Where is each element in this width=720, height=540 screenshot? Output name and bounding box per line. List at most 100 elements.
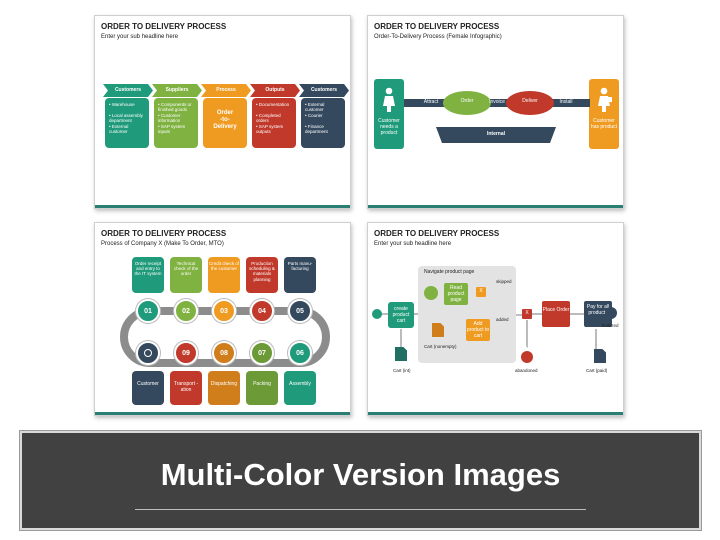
step-circle-05: 05 [288,299,312,323]
internal-label: Internal [486,131,506,137]
cart-nonempty-label: Cart (nonempty) [424,344,457,349]
step-card-top-3: Credit check of the customer [208,257,240,293]
pay-box: Pay for all products [584,301,612,327]
step-card-bottom-5: Assembly [284,371,316,405]
step-circle-09: 09 [174,341,198,365]
chevron-label: Process [216,87,236,93]
slide-title: ORDER TO DELIVERY PROCESS [374,229,500,238]
step-text: Order receipt and entry to the IT system [134,261,162,277]
chevron-header-3: Process [201,84,251,97]
slide-thumbnail-2[interactable]: ORDER TO DELIVERY PROCESS Order-To-Deliv… [367,15,624,209]
slide-thumbnail-1[interactable]: ORDER TO DELIVERY PROCESS Enter your sub… [94,15,351,209]
step-text: Credit check of the customer [209,261,240,272]
chevron-item: Delivery [213,124,237,130]
invoice-label: Invoice [489,99,505,105]
chevron-header-4: Outputs [250,84,300,97]
slide-thumbnail-4[interactable]: ORDER TO DELIVERY PROCESS Enter your sub… [367,222,624,416]
step-number: 02 [182,308,190,315]
chevron-item: • Completed orders [256,113,281,123]
step-text: Packing [253,381,271,387]
slide-subtitle: Enter your sub headline here [374,241,452,247]
added-label: added [496,317,509,322]
step-card-top-5: Parts manu- facturing [284,257,316,293]
attract-label: Attract [423,99,439,105]
chevron-item: • Warehouse [109,102,135,107]
step-text: Production scheduling & materials planni… [249,261,275,282]
step-card-bottom-2: Transport -ation [170,371,202,405]
abandoned-node [521,351,533,363]
step-number: 01 [144,308,152,315]
create-cart-box: create product cart [388,302,414,328]
right-caption: Customer has product [590,118,618,130]
pay-label: Pay for all products [586,304,610,316]
chevron-label: Suppliers [165,87,189,93]
step-number: 07 [258,350,266,357]
banner-title: Multi-Color Version Images [160,457,561,492]
slide-thumbnail-3[interactable]: ORDER TO DELIVERY PROCESS Process of Com… [94,222,351,416]
step-card-top-4: Production scheduling & materials planni… [246,257,278,293]
decision-x-2: X [522,309,532,319]
nav-node [424,286,438,300]
chevron-item: • SAP system inputs [158,124,186,134]
chevron-label: Customers [114,87,142,93]
step-circle-02: 02 [174,299,198,323]
install-label: Install [559,99,573,105]
skipped-label: skipped [496,279,512,284]
create-cart-label: create product cart [392,306,410,324]
read-product-box: Read product page [444,283,468,305]
deliver-ellipse: Deliver [506,91,554,115]
slide-title: ORDER TO DELIVERY PROCESS [101,22,227,31]
step-card-bottom-4: Packing [246,371,278,405]
slide-accent-bar [95,412,350,415]
customer-female-card-left: Customer needs a product [374,79,404,149]
customer-circle [136,341,160,365]
cart-init-doc-icon [395,347,407,361]
decision-x2-label: X [525,310,529,316]
cart-paid-label: Cart (paid) [586,368,608,373]
add-to-cart-label: Add product to cart [466,321,490,339]
step-text: Technical check of the order [173,261,199,277]
step-number: 09 [182,350,190,357]
place-order-label: Place Order [542,307,570,313]
slide-subtitle: Order-To-Delivery Process (Female Infogr… [374,34,502,40]
step-card-top-2: Technical check of the order [170,257,202,293]
step-text: Assembly [289,381,311,387]
internal-bar: Internal [436,127,556,143]
step-card-top-1: Order receipt and entry to the IT system [132,257,164,293]
people-icon [144,349,152,357]
cart-init-label: Cart (int) [393,368,411,373]
chevron-label: Customers [310,87,338,93]
start-node [372,309,382,319]
chevron-body-2: • Components or finished goods• Customer… [154,98,198,148]
slide-accent-bar [368,412,623,415]
multi-color-banner: Multi-Color Version Images [20,431,701,530]
slide-accent-bar [95,205,350,208]
chevron-body-1: • Warehouse• Local assembly department• … [105,98,149,148]
order-label: Order [460,98,474,104]
slide-title: ORDER TO DELIVERY PROCESS [101,229,227,238]
read-product-label: Read product page [447,285,465,303]
decision-x1-label: X [479,288,483,294]
deliver-label: Deliver [522,98,538,104]
chevron-label: Outputs [265,87,285,93]
step-text: Dispatching [210,381,238,387]
woman-icon [383,87,395,112]
step-number: 03 [220,308,228,315]
chevron-item: -to- [220,117,230,123]
left-caption: Customer needs a product [378,118,400,136]
step-number: 04 [258,308,266,315]
finalized-label: finalized [602,323,619,328]
step-circle-03: 03 [212,299,236,323]
step-card-bottom-1: Customer [132,371,164,405]
chevron-item: • Components or finished goods [158,102,192,112]
chevron-item: Order [216,110,234,116]
chevron-item: • Finance department [305,124,328,134]
step-circle-04: 04 [250,299,274,323]
cart-paid-doc-icon [594,349,606,363]
step-circle-07: 07 [250,341,274,365]
woman-with-bag-icon [598,87,612,112]
chevron-item: • Local assembly department [109,113,143,123]
chevron-header-5: Customers [299,84,349,97]
chevron-item: • SAP system outputs [256,124,284,134]
step-number: 06 [296,350,304,357]
